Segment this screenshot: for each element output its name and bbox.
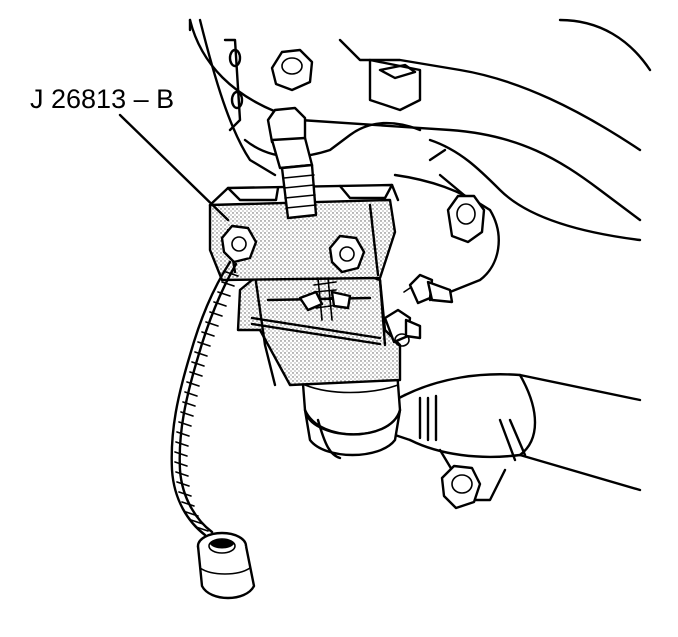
upper-control-arm [188,18,652,242]
tool-callout-label: J 26813 – B [30,84,175,114]
tether-chain [170,260,239,537]
knuckle-nut [270,48,314,92]
side-bolt-head [446,194,486,244]
wing-nut-lower [383,308,422,347]
wing-nut-upper [403,273,454,305]
steering-knuckle [198,18,500,302]
chain-end-cap [196,531,256,600]
tie-rod [393,373,642,510]
callout-leader-line [118,113,230,222]
separator-tool [208,106,402,387]
